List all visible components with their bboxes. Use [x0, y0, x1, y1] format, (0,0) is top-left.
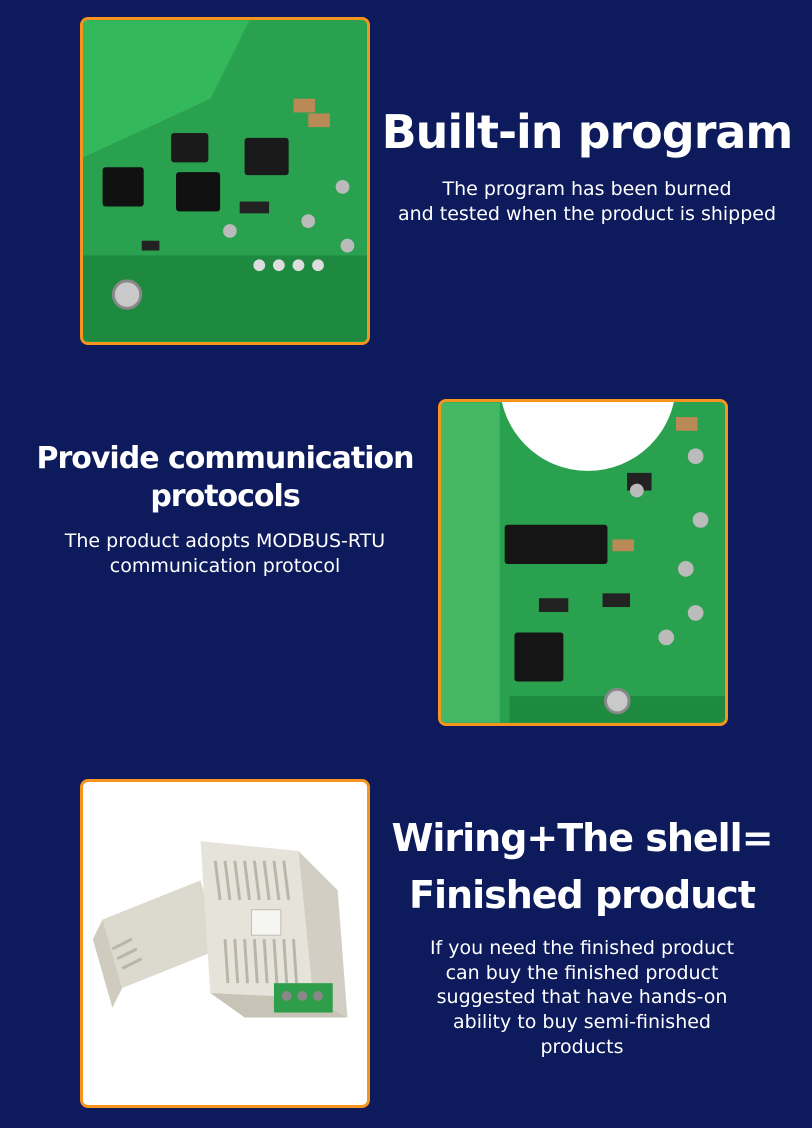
section-1-text: Built-in program The program has been bu…	[372, 105, 802, 226]
section-2-desc-line-1: The product adopts MODBUS-RTU	[64, 530, 386, 552]
section-3-desc-line-5: products	[540, 1035, 624, 1058]
section-3-desc-line-2: can buy the finished product	[445, 961, 719, 984]
pcb-illustration-2	[441, 402, 725, 723]
section-3-title-line-2: Finished product	[409, 873, 756, 917]
enclosure-illustration	[83, 782, 367, 1105]
section-3-title-line-1: Wiring+The shell=	[391, 816, 773, 860]
pcb-illustration-1	[83, 20, 367, 342]
section-1-desc-line-2: and tested when the product is shipped	[397, 202, 777, 225]
section-2-title-line-2: protocols	[150, 478, 300, 514]
section-1-desc-line-1: The program has been burned	[442, 178, 732, 200]
section-3-desc-line-3: suggested that have hands-on	[436, 986, 728, 1009]
section-2-text: Provide communication protocols The prod…	[15, 440, 435, 578]
section-2-title-line-1: Provide communication	[36, 441, 414, 476]
section-3-text: Wiring+The shell= Finished product If yo…	[372, 810, 792, 1059]
section-3-desc-line-1: If you need the finished product	[429, 937, 735, 959]
section-2-desc-line-2: communication protocol	[109, 554, 341, 577]
pcb-chips-image	[438, 399, 728, 726]
section-3-desc-line-4: ability to buy semi-finished	[453, 1011, 711, 1034]
section-1-title: Built-in program	[381, 105, 794, 159]
sensor-enclosure-image	[80, 779, 370, 1108]
pcb-closeup-image	[80, 17, 370, 345]
